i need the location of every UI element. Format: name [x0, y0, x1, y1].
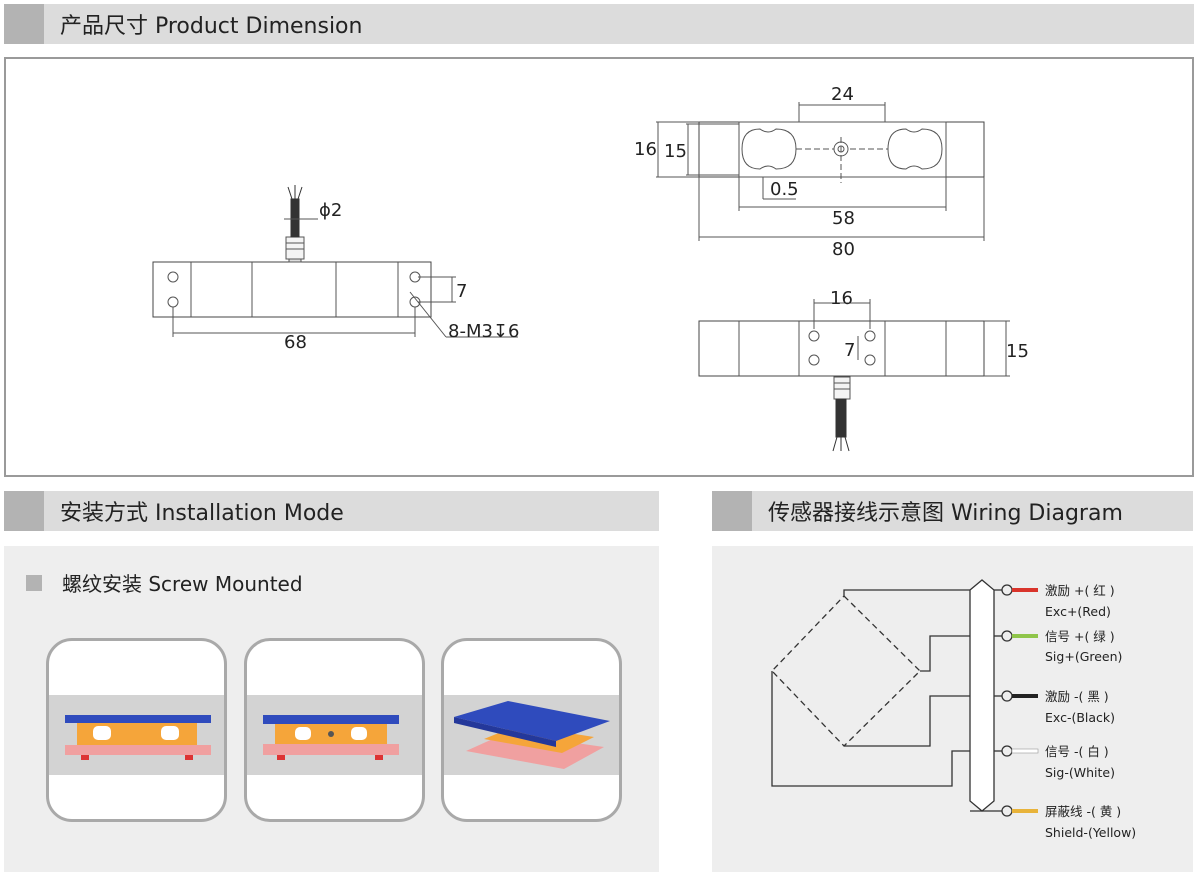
header-marker	[712, 491, 752, 531]
install-mode-label: 螺纹安装 Screw Mounted	[26, 568, 303, 597]
3d-mount-illustration	[444, 695, 619, 775]
product-dimension-title: 产品尺寸 Product Dimension	[60, 14, 363, 39]
dimension-drawing: ϕ2 68 7 8-M3↧6 24 16 15 0.5 58 80 16 7 1…	[152, 84, 1029, 452]
installation-mode-header: 安装方式 Installation Mode	[4, 491, 659, 531]
wire-label-en: Sig-(White)	[1045, 765, 1115, 780]
header-marker	[4, 4, 44, 44]
dim-7-bottom: 7	[844, 340, 855, 361]
thread-spec: 8-M3↧6	[448, 321, 519, 342]
wire-label-cn: 屏蔽线 -( 黄 )	[1045, 804, 1121, 819]
wire-black	[1012, 694, 1038, 698]
dimension-drawing-panel: ϕ2 68 7 8-M3↧6 24 16 15 0.5 58 80 16 7 1…	[4, 57, 1194, 477]
wire-yellow	[1012, 809, 1038, 813]
dim-16-bottom: 16	[830, 288, 853, 309]
wire-label-en: Exc+(Red)	[1045, 604, 1111, 619]
wire-label-en: Sig+(Green)	[1045, 649, 1122, 664]
dim-24: 24	[831, 84, 854, 105]
top-view	[698, 299, 1010, 452]
front-view	[656, 102, 985, 241]
installation-panel: 螺纹安装 Screw Mounted	[4, 546, 659, 872]
dim-16-outer: 16	[634, 139, 657, 160]
dim-0-5: 0.5	[770, 179, 799, 200]
wire-label-en: Exc-(Black)	[1045, 710, 1115, 725]
wire-label-cn: 信号 +( 绿 )	[1045, 629, 1115, 644]
wiring-panel: 激励 +( 红 ) Exc+(Red) 信号 +( 绿 ) Sig+(Green…	[712, 546, 1193, 872]
installation-mode-title: 安装方式 Installation Mode	[60, 501, 344, 526]
wire-green	[1012, 634, 1038, 638]
phi-label: ϕ2	[319, 200, 342, 221]
front-mount-illustration	[49, 695, 224, 775]
dim-58: 58	[832, 208, 855, 229]
install-mode-text: 螺纹安装 Screw Mounted	[62, 572, 303, 596]
wire-label-en: Shield-(Yellow)	[1045, 825, 1136, 840]
wiring-diagram-header: 传感器接线示意图 Wiring Diagram	[712, 491, 1193, 531]
header-marker	[4, 491, 44, 531]
wire-red	[1012, 588, 1038, 592]
dim-80: 80	[832, 239, 855, 260]
wiring-diagram: 激励 +( 红 ) Exc+(Red) 信号 +( 绿 ) Sig+(Green…	[771, 579, 1136, 840]
install-image-side	[244, 638, 425, 822]
side-mount-illustration	[247, 695, 422, 775]
wire-label-cn: 激励 +( 红 )	[1045, 583, 1115, 598]
product-dimension-header: 产品尺寸 Product Dimension	[4, 4, 1194, 44]
dim-68: 68	[284, 332, 307, 353]
install-image-front	[46, 638, 227, 822]
dim-15-inner: 15	[664, 141, 687, 162]
install-image-3d	[441, 638, 622, 822]
wire-label-cn: 信号 -( 白 )	[1045, 744, 1109, 759]
dim-7-left: 7	[456, 281, 467, 302]
bullet-square	[26, 574, 42, 591]
dim-15-right: 15	[1006, 341, 1029, 362]
wiring-diagram-title: 传感器接线示意图 Wiring Diagram	[768, 501, 1123, 526]
wire-white	[1011, 748, 1039, 754]
wire-label-cn: 激励 -( 黑 )	[1045, 689, 1109, 704]
side-view	[152, 185, 518, 338]
